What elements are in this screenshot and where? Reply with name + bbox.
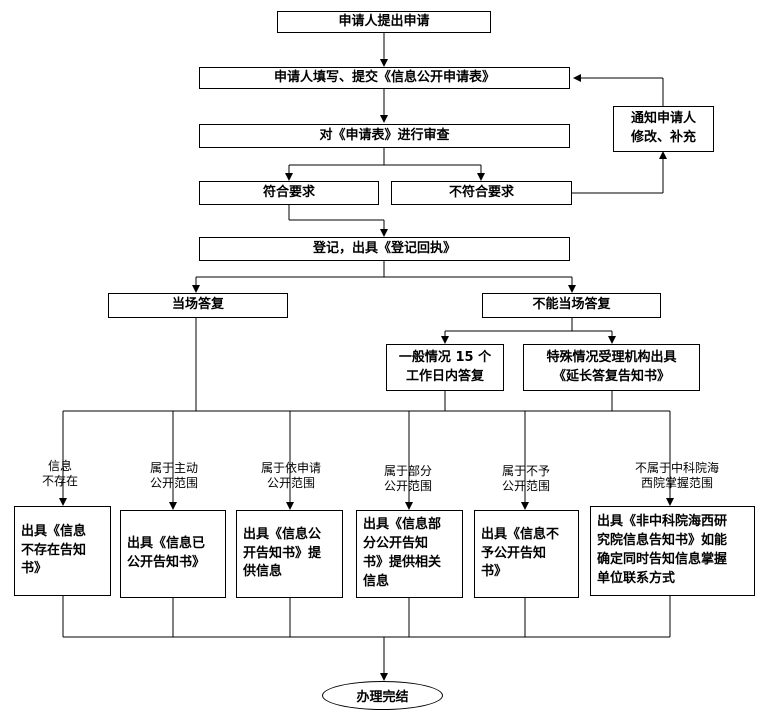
label-not-disclose: 属于不予 公开范围 bbox=[501, 464, 550, 493]
box-not-meets: 不符合要求 bbox=[391, 181, 572, 205]
box-out-partial: 出具《信息部 分公开告知 书》提供相关 信息 bbox=[356, 510, 463, 598]
box-special: 特殊情况受理机构出具 《延长答复告知书》 bbox=[523, 344, 700, 391]
box-on-site: 当场答复 bbox=[108, 293, 288, 318]
box-meets: 符合要求 bbox=[199, 181, 379, 205]
box-review: 对《申请表》进行审查 bbox=[199, 124, 570, 148]
box-out-not-exist: 出具《信息 不存在告知 书》 bbox=[14, 506, 111, 596]
label-not-exist: 信息 不存在 bbox=[41, 459, 78, 488]
box-out-disclosed: 出具《信息已 公开告知书》 bbox=[120, 510, 226, 598]
label-by-request: 属于依申请 公开范围 bbox=[260, 461, 321, 490]
box-fill-submit: 申请人填写、提交《信息公开申请表》 bbox=[199, 67, 570, 89]
end-oval: 办理完结 bbox=[322, 681, 443, 710]
box-start: 申请人提出申请 bbox=[277, 11, 491, 33]
label-partial: 属于部分 公开范围 bbox=[383, 464, 432, 493]
box-notify: 通知申请人 修改、补充 bbox=[613, 106, 714, 152]
box-out-not-institute: 出具《非中科院海西研 究院信息告知书》如能 确定同时告知信息掌握 单位联系方式 bbox=[590, 506, 755, 596]
box-out-not-disclose: 出具《信息不 予公开告知 书》 bbox=[474, 510, 579, 598]
box-general: 一般情况 15 个 工作日内答复 bbox=[386, 344, 504, 391]
label-active: 属于主动 公开范围 bbox=[149, 461, 198, 490]
box-out-by-request: 出具《信息公 开告知书》提 供信息 bbox=[236, 510, 343, 598]
box-register: 登记，出具《登记回执》 bbox=[199, 237, 570, 261]
label-not-institute: 不属于中科院海 西院掌握范围 bbox=[634, 461, 719, 490]
box-not-on-site: 不能当场答复 bbox=[482, 293, 661, 318]
